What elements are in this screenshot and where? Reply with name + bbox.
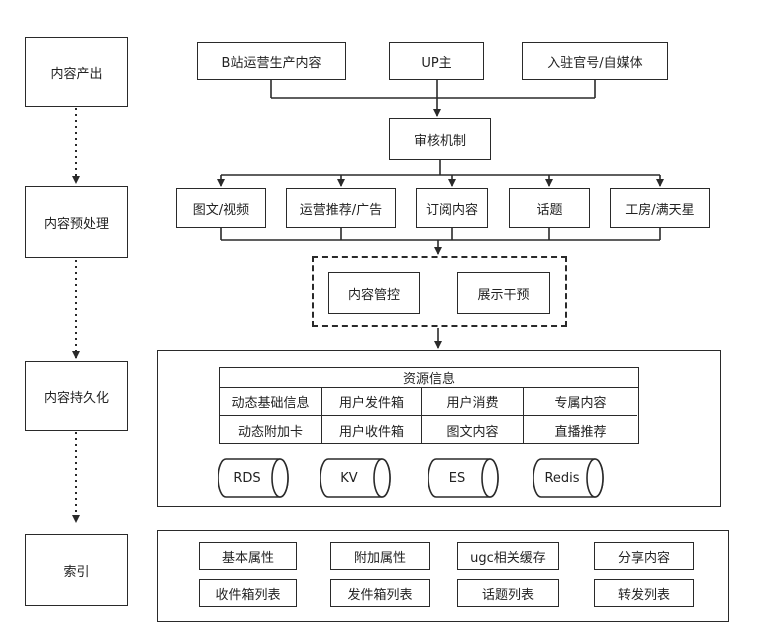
table-cell: 用户收件箱 <box>322 416 422 444</box>
index-item: ugc相关缓存 <box>457 542 559 570</box>
index-label: 收件箱列表 <box>215 587 281 603</box>
storage-label: Redis <box>544 470 580 486</box>
source-label: 入驻官号/自媒体 <box>547 55 643 71</box>
table-cell: 专属内容 <box>524 388 637 416</box>
table-cell: 图文内容 <box>422 416 524 444</box>
index-container <box>157 530 729 622</box>
category-label: 工房/满天星 <box>625 202 695 218</box>
control-group <box>312 256 567 327</box>
content-control: 内容管控 <box>328 272 420 314</box>
index-label: 发件箱列表 <box>347 587 413 603</box>
review-mechanism: 审核机制 <box>389 118 491 160</box>
source-label: UP主 <box>421 55 452 71</box>
category-workshop: 工房/满天星 <box>610 188 710 228</box>
database-cylinder-kv <box>320 458 391 498</box>
index-item: 分享内容 <box>594 542 694 570</box>
category-image-video: 图文/视频 <box>176 188 266 228</box>
stage-content-production: 内容产出 <box>25 37 128 107</box>
resource-table-title: 资源信息 <box>220 368 638 388</box>
category-label: 图文/视频 <box>192 202 250 218</box>
index-label: 分享内容 <box>617 550 670 566</box>
database-cylinder-redis <box>533 458 604 498</box>
database-cylinder-es <box>428 458 499 498</box>
control-label: 展示干预 <box>477 287 530 303</box>
index-label: 附加属性 <box>353 550 406 566</box>
table-cell: 动态基础信息 <box>220 388 322 416</box>
storage-label: ES <box>448 470 466 486</box>
storage-label: KV <box>340 470 358 486</box>
database-cylinder-rds <box>218 458 289 498</box>
table-cell: 动态附加卡 <box>220 416 322 444</box>
category-subscription: 订阅内容 <box>416 188 488 228</box>
table-cell: 直播推荐 <box>554 424 607 440</box>
index-label: ugc相关缓存 <box>470 550 546 566</box>
persistence-container <box>157 350 721 507</box>
index-label: 转发列表 <box>617 587 670 603</box>
category-topic: 话题 <box>509 188 590 228</box>
stage-content-preprocessing: 内容预处理 <box>25 186 128 258</box>
display-intervention: 展示干预 <box>457 272 550 314</box>
stage-label: 内容产出 <box>50 66 103 82</box>
review-label: 审核机制 <box>413 133 466 149</box>
control-label: 内容管控 <box>347 287 400 303</box>
source-bilibili-ops: B站运营生产内容 <box>197 42 346 80</box>
stage-label: 索引 <box>63 564 90 580</box>
index-item: 发件箱列表 <box>330 579 430 607</box>
source-official-media: 入驻官号/自媒体 <box>522 42 668 80</box>
category-ops-ads: 运营推荐/广告 <box>286 188 396 228</box>
index-item: 附加属性 <box>330 542 430 570</box>
resource-info-table: 资源信息 动态基础信息 用户发件箱 用户消费 专属内容 动态附加卡 用户收件箱 … <box>219 367 639 444</box>
source-up-creator: UP主 <box>389 42 484 80</box>
category-label: 订阅内容 <box>425 202 478 218</box>
stage-label: 内容持久化 <box>43 390 109 406</box>
index-item: 转发列表 <box>594 579 694 607</box>
index-label: 话题列表 <box>481 587 534 603</box>
table-cell: 用户发件箱 <box>322 388 422 416</box>
source-label: B站运营生产内容 <box>221 55 322 71</box>
index-item: 基本属性 <box>199 542 297 570</box>
storage-label: RDS <box>233 470 261 486</box>
stage-index: 索引 <box>25 534 128 606</box>
category-label: 运营推荐/广告 <box>299 202 383 218</box>
index-label: 基本属性 <box>221 550 274 566</box>
category-label: 话题 <box>536 202 563 218</box>
index-item: 话题列表 <box>457 579 559 607</box>
table-cell: 用户消费 <box>422 388 524 416</box>
stage-content-persistence: 内容持久化 <box>25 361 128 431</box>
stage-label: 内容预处理 <box>43 216 109 232</box>
index-item: 收件箱列表 <box>199 579 297 607</box>
